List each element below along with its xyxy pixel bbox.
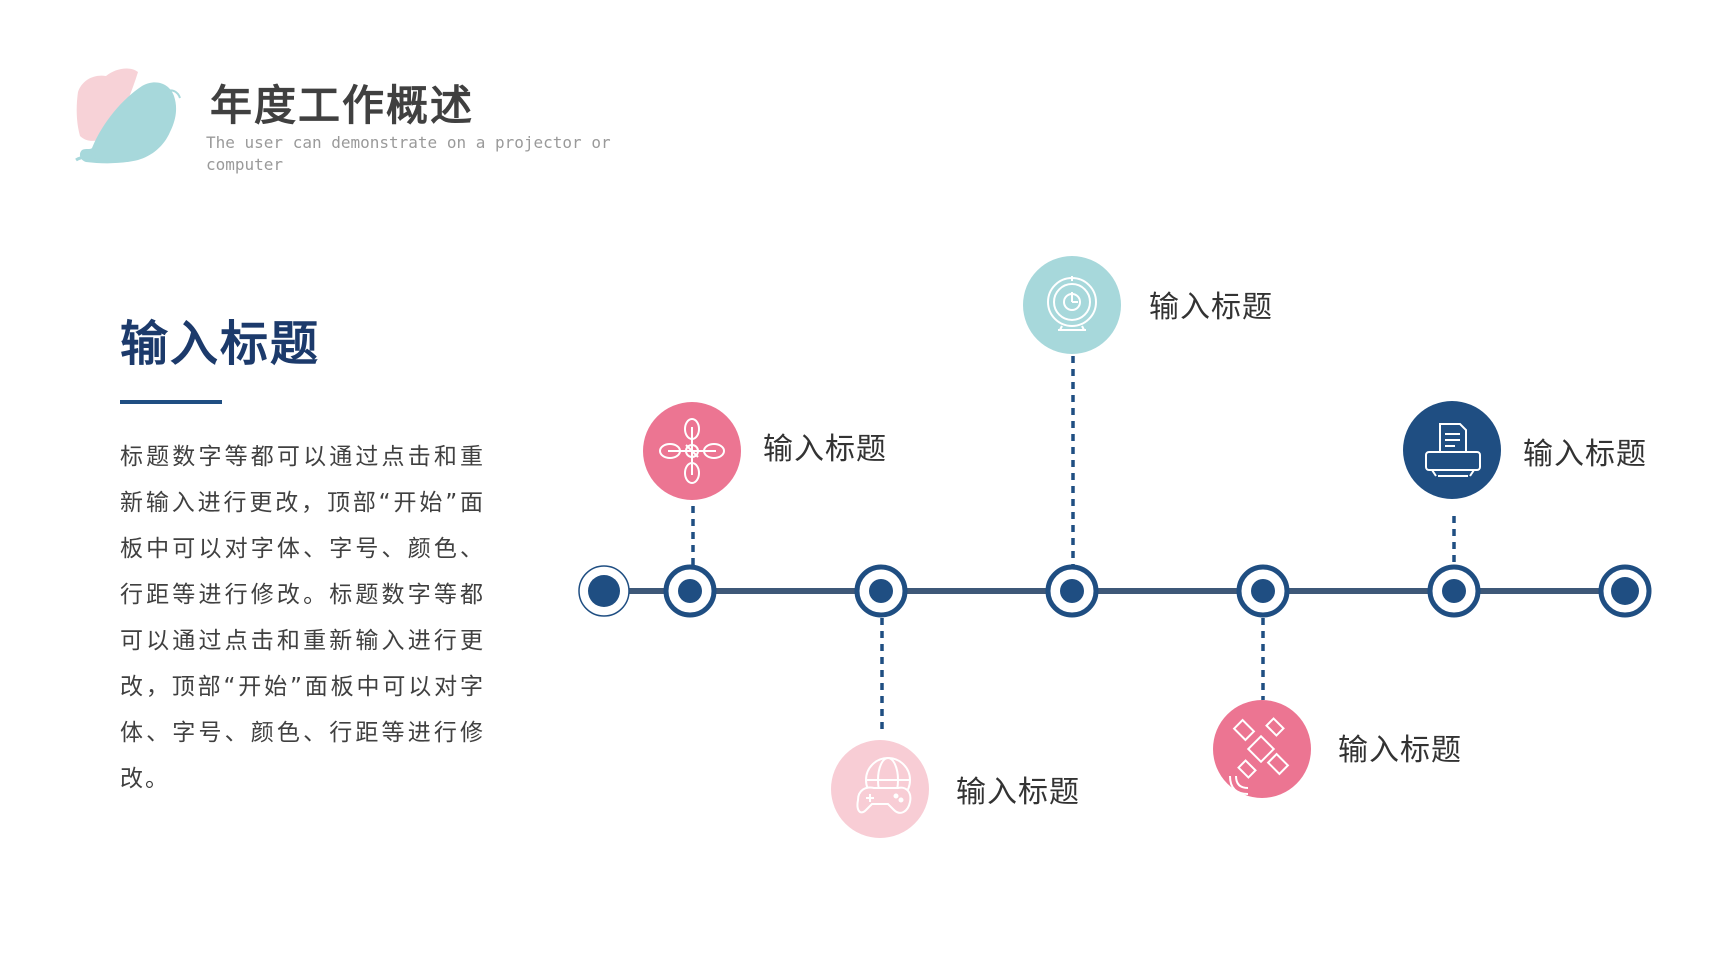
- section-title[interactable]: 输入标题: [120, 316, 321, 372]
- timeline-node: [854, 564, 908, 618]
- satellite-icon[interactable]: [1213, 700, 1311, 798]
- timeline-node: [1236, 564, 1290, 618]
- timeline-item-label[interactable]: 输入标题: [1523, 437, 1647, 472]
- timeline-node: [663, 564, 717, 618]
- page-title: 年度工作概述: [210, 81, 475, 130]
- timeline-item-label[interactable]: 输入标题: [956, 775, 1080, 810]
- timeline-node: [1427, 564, 1481, 618]
- game-controller-icon[interactable]: [831, 740, 929, 838]
- brush-stroke-decoration: [75, 68, 181, 164]
- printer-icon[interactable]: [1403, 401, 1501, 499]
- timeline-end-node: [1598, 564, 1652, 618]
- timeline-node: [1045, 564, 1099, 618]
- section-body-text[interactable]: 标题数字等都可以通过点击和重新输入进行更改，顶部“开始”面板中可以对字体、字号、…: [120, 444, 485, 792]
- timer-icon[interactable]: [1023, 256, 1121, 354]
- timeline-item-label[interactable]: 输入标题: [1338, 733, 1462, 768]
- timeline-item-label[interactable]: 输入标题: [1149, 290, 1273, 325]
- timeline-start-node: [578, 565, 630, 617]
- drone-icon[interactable]: [643, 402, 741, 500]
- section-underline: [120, 400, 222, 404]
- page-subtitle: The user can demonstrate on a projector …: [206, 133, 611, 174]
- timeline-item-label[interactable]: 输入标题: [763, 432, 887, 467]
